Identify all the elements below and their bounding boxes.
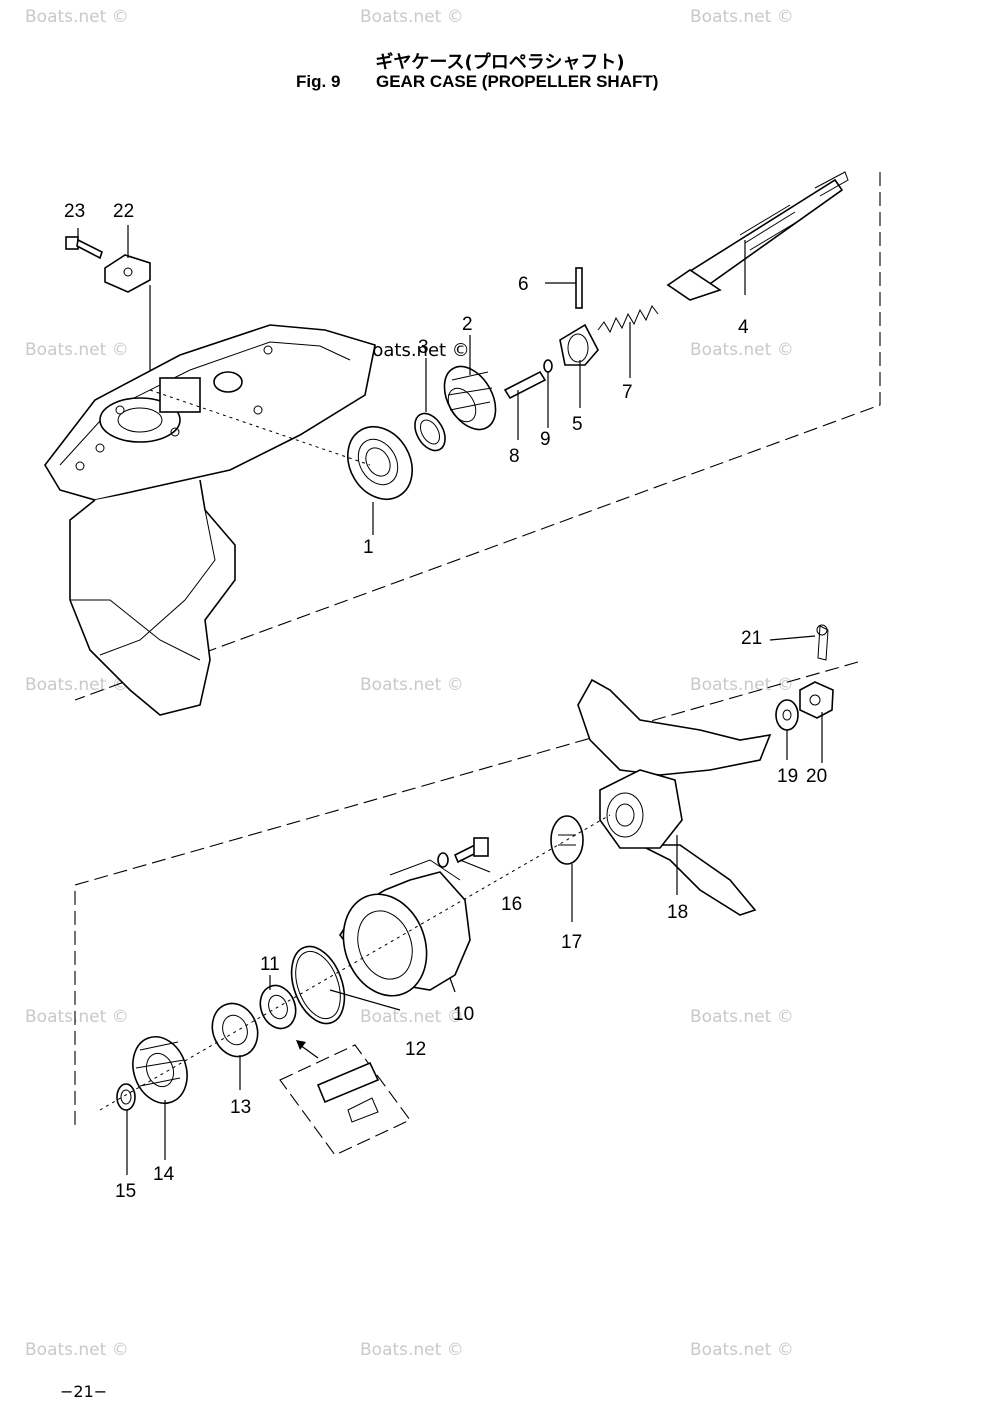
callout-20: 20 <box>806 766 827 787</box>
part-1-bearing <box>347 426 413 500</box>
callout-7: 7 <box>622 382 633 403</box>
callout-6: 6 <box>518 274 529 295</box>
watermark: Boats.net © <box>360 1340 464 1360</box>
japanese-title: ギヤケース(プロペラシャフト) <box>375 52 625 73</box>
callout-13: 13 <box>230 1097 251 1118</box>
part-19-washer <box>775 699 799 731</box>
axis-lines <box>99 389 611 1111</box>
callout-16: 16 <box>501 894 522 915</box>
callout-18: 18 <box>667 902 688 923</box>
watermark: Boats.net © <box>25 340 129 360</box>
part-12-o-ring <box>290 945 346 1025</box>
callout-22: 22 <box>113 201 134 222</box>
watermark: Boats.net © <box>690 340 794 360</box>
leader-lines <box>77 225 823 1175</box>
part-2-gear <box>443 365 497 431</box>
callout-14: 14 <box>153 1164 175 1185</box>
part-4-propeller-shaft <box>666 171 849 301</box>
watermark: Boats.net © <box>25 1340 129 1360</box>
part-6-pin <box>575 267 583 309</box>
watermark: Boats.net © <box>690 1007 794 1027</box>
watermark: Boats.net © <box>360 675 464 695</box>
callout-3: 3 <box>418 337 429 358</box>
watermark: Boats.net © <box>25 7 129 27</box>
watermark: Boats.net © <box>690 1340 794 1360</box>
part-18-propeller <box>577 678 772 916</box>
callout-23: 23 <box>64 201 85 222</box>
callout-2: 2 <box>462 314 473 335</box>
gear-case-housing <box>44 324 376 716</box>
part-5-clutch <box>559 323 599 366</box>
callout-21: 21 <box>741 628 762 649</box>
part-22-anode <box>104 254 151 370</box>
part-23-bolt <box>65 236 103 260</box>
watermark: Boats.net © <box>25 675 129 695</box>
watermark: Boats.net © <box>360 1007 464 1027</box>
watermark: Boats.net © <box>690 675 794 695</box>
callout-11: 11 <box>260 954 280 975</box>
callout-numbers: 1 2 3 4 5 6 7 8 9 10 11 12 13 14 15 16 1… <box>64 201 827 1202</box>
part-10-bearing-housing <box>339 859 471 997</box>
callout-8: 8 <box>509 446 520 467</box>
part-14-gear <box>132 1036 188 1104</box>
callout-12: 12 <box>405 1039 426 1060</box>
callout-17: 17 <box>561 932 582 953</box>
callout-4: 4 <box>738 317 749 338</box>
watermarks: Boats.net © Boats.net © Boats.net © Boat… <box>25 7 794 1360</box>
part-15-shim <box>116 1083 136 1111</box>
watermark: Boats.net © <box>690 7 794 27</box>
part-7-spring <box>597 305 659 334</box>
part-21-cotter-pin <box>816 624 829 661</box>
callout-19: 19 <box>777 766 798 787</box>
page-number: −21− <box>60 1382 108 1401</box>
part-20-nut <box>799 681 834 719</box>
watermark: Boats.net © <box>360 7 464 27</box>
part-8-pin <box>503 359 553 400</box>
part-13-bearing <box>211 1002 259 1058</box>
callout-9: 9 <box>540 429 551 450</box>
callout-15: 15 <box>115 1181 136 1202</box>
part-16-bolt <box>437 837 489 868</box>
watermark: Boats.net © <box>25 1007 129 1027</box>
tool-inset <box>279 1040 411 1156</box>
figure-title: GEAR CASE (PROPELLER SHAFT) <box>376 72 659 91</box>
callout-1: 1 <box>363 537 374 558</box>
watermark-overlay: Boats.net © <box>360 340 470 361</box>
callout-5: 5 <box>572 414 583 435</box>
callout-10: 10 <box>453 1004 474 1025</box>
figure-label: Fig. 9 <box>296 72 341 91</box>
part-3-shim <box>414 412 446 452</box>
